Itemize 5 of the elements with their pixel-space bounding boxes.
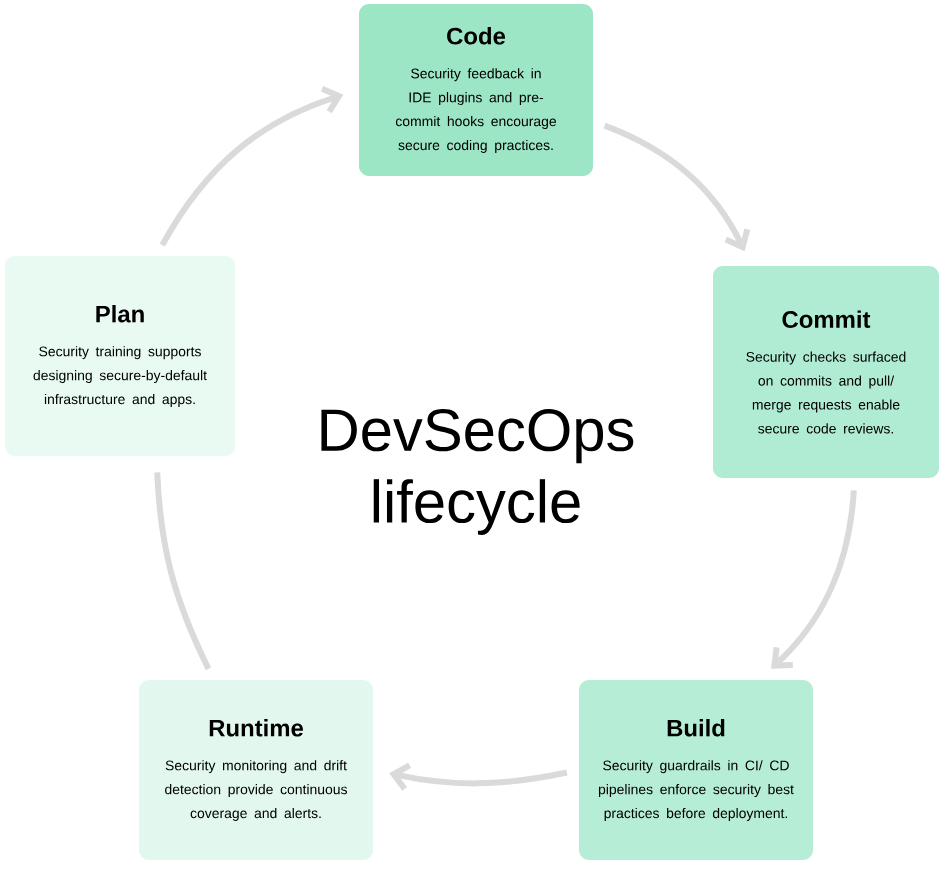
arrow [603, 122, 751, 252]
arrow [771, 490, 857, 669]
arrow [159, 86, 344, 247]
arrow [389, 762, 568, 791]
title-text: DevSecOps lifecycle [321, 409, 634, 535]
